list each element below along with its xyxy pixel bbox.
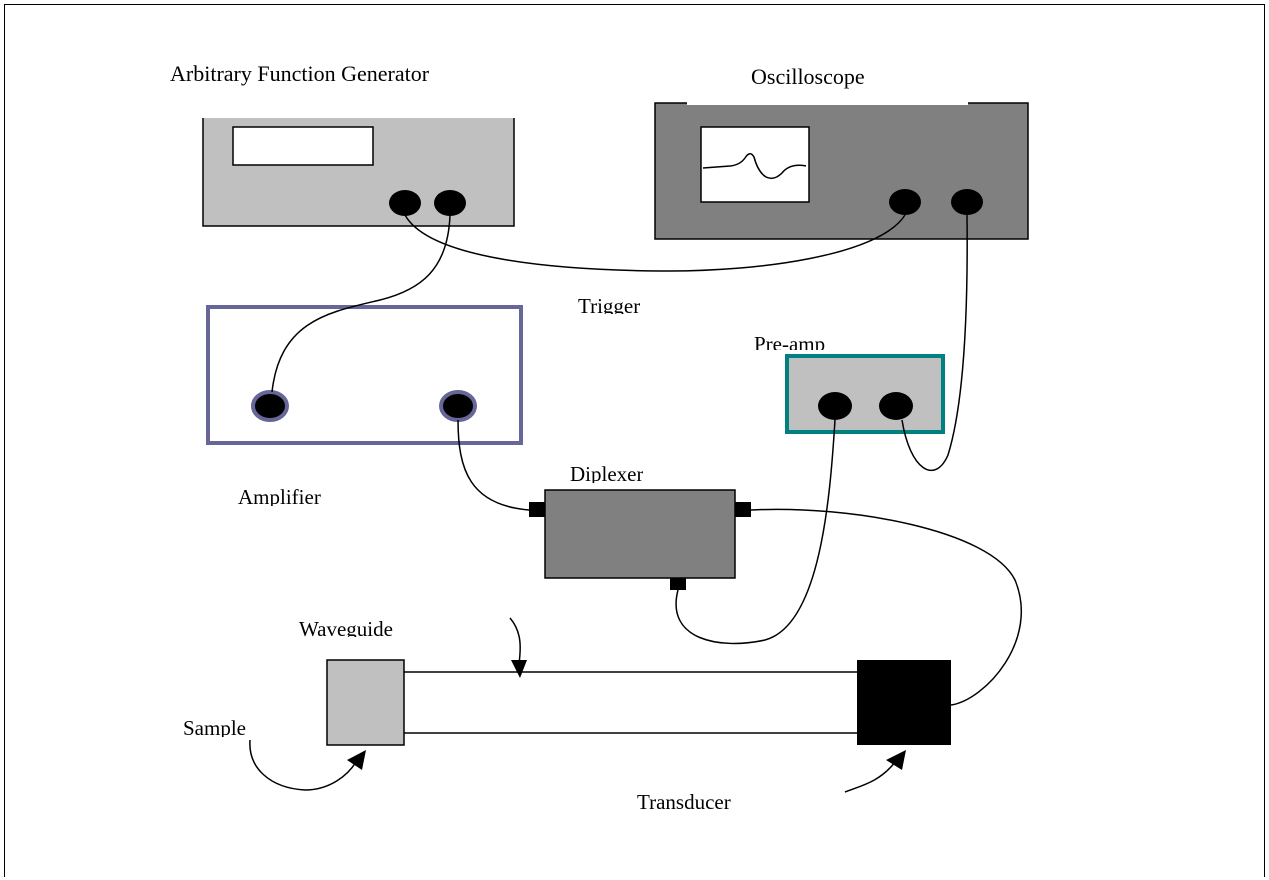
sample-block bbox=[326, 659, 405, 746]
generator-sync-connector bbox=[434, 190, 466, 216]
amplifier bbox=[206, 305, 523, 445]
sample-arrow bbox=[249, 739, 357, 791]
waveform-trace bbox=[702, 153, 807, 180]
generator-amplifier-cable bbox=[271, 214, 451, 393]
amplifier-label: Amplifier bbox=[238, 487, 321, 506]
diplexer bbox=[529, 489, 751, 590]
oscilloscope-trigger-connector bbox=[889, 189, 921, 215]
diplexer-rx-port bbox=[670, 578, 686, 590]
preamp-input-connector bbox=[818, 392, 852, 420]
trigger-label: Trigger bbox=[578, 296, 641, 314]
oscilloscope-screen bbox=[700, 126, 810, 203]
generator-output-connector bbox=[389, 190, 421, 216]
pointer-arrows bbox=[249, 617, 906, 793]
amplifier-diplexer-cable bbox=[457, 419, 530, 511]
waveguide bbox=[404, 671, 857, 734]
generator-label: Arbitrary Function Generator bbox=[170, 61, 430, 86]
diplexer-tx-port bbox=[529, 502, 545, 517]
oscilloscope-signal-connector bbox=[951, 189, 983, 215]
diplexer-transducer-port bbox=[735, 502, 751, 517]
diagram-frame bbox=[4, 4, 1265, 877]
amplifier-input-connector bbox=[251, 390, 289, 422]
generator-display bbox=[232, 126, 374, 166]
amplifier-output-connector bbox=[439, 390, 477, 422]
preamp-label: Pre-amp bbox=[754, 334, 826, 350]
diplexer-preamp-cable bbox=[675, 419, 836, 645]
waveguide-label: Waveguide bbox=[299, 619, 393, 637]
oscilloscope bbox=[654, 101, 1029, 240]
diplexer-label: Diplexer bbox=[570, 464, 644, 483]
oscilloscope-label: Oscilloscope bbox=[751, 64, 865, 89]
waveguide-arrow bbox=[509, 617, 521, 665]
transducer-arrow bbox=[844, 761, 896, 793]
preamp-output-connector bbox=[879, 392, 913, 420]
sample-label: Sample bbox=[183, 718, 246, 737]
trigger-cable bbox=[404, 214, 906, 272]
preamp bbox=[785, 354, 945, 434]
transducer-block bbox=[857, 660, 951, 745]
diplexer-transducer-cable bbox=[750, 508, 1022, 706]
function-generator bbox=[202, 118, 515, 227]
cables bbox=[271, 214, 1022, 706]
preamp-oscilloscope-cable bbox=[901, 214, 968, 472]
transducer-label: Transducer bbox=[637, 792, 731, 811]
